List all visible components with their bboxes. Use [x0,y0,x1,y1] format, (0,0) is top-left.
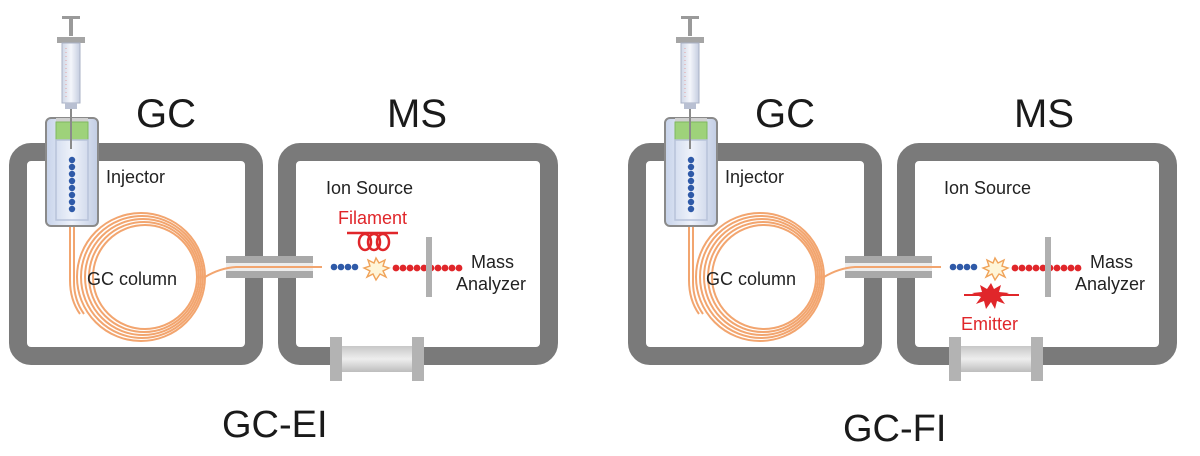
mass-analyzer-label-1: Mass [1090,252,1133,272]
emitter-label: Emitter [961,314,1018,334]
ion-source-label: Ion Source [326,178,413,198]
injector-label: Injector [725,167,784,187]
caption-gc-fi: GC-FI [843,408,946,450]
ms-label: MS [1014,92,1074,136]
ms-label: MS [387,92,447,136]
ion-source-label: Ion Source [944,178,1031,198]
mass-analyzer-label-2: Analyzer [456,274,526,294]
injector-label: Injector [106,167,165,187]
gc-label: GC [755,92,815,136]
panel-gc-fi: GC MS Injector GC column Ion Source Emit… [637,16,1168,450]
filament-icon [347,231,398,252]
gc-column-label: GC column [706,269,796,289]
panel-gc-ei: GC MS Injector GC column Ion Source Fila… [18,16,549,446]
mass-analyzer-label-2: Analyzer [1075,274,1145,294]
gc-label: GC [136,92,196,136]
emitter-icon [964,283,1019,309]
filament-label: Filament [338,208,407,228]
gc-column-label: GC column [87,269,177,289]
mass-analyzer-label-1: Mass [471,252,514,272]
caption-gc-ei: GC-EI [222,404,328,446]
